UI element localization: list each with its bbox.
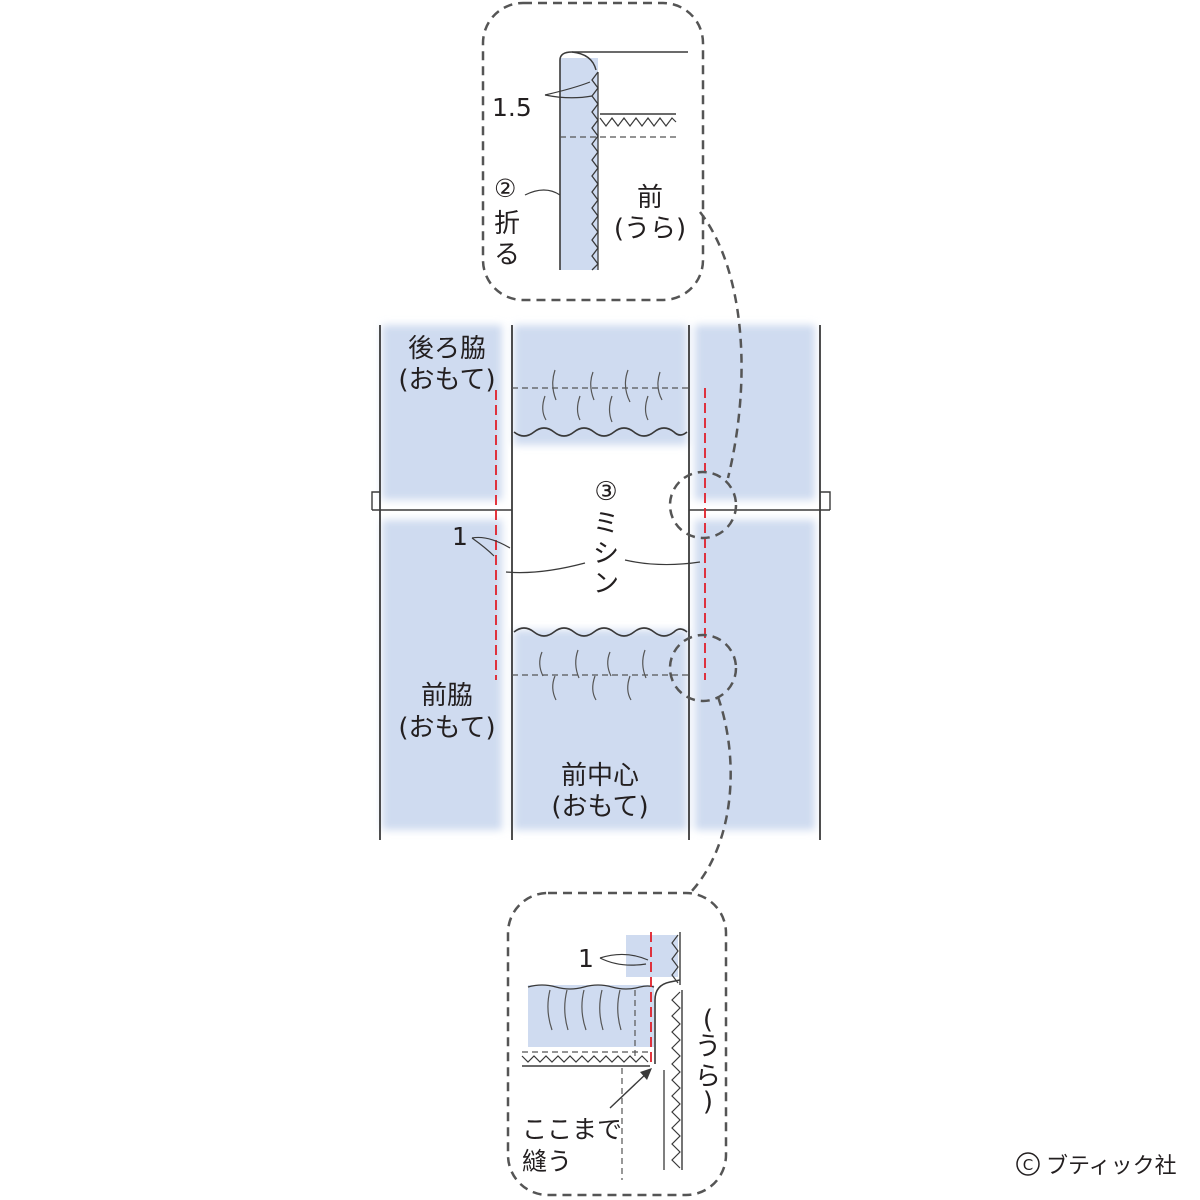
fold-label-1: 折: [494, 209, 520, 239]
top-connector: [699, 211, 743, 479]
top-allowance-label: 1.5: [492, 93, 532, 122]
lower-gather-edge: [513, 627, 688, 637]
bottom-detail-callout: 1 ( う ら ) ここまで 縫う: [506, 891, 728, 1197]
bottom-horizontal-zigzag: [521, 1055, 649, 1063]
horizontal-zigzag-edge: [599, 117, 677, 127]
back-side-side: (おもて): [398, 365, 495, 395]
vertical-zigzag-edge: [591, 71, 599, 271]
front-center-lower-fill: [514, 630, 687, 830]
fold-label-2: る: [494, 240, 520, 270]
gathered-top-edge: [527, 984, 655, 990]
main-allowance-label: 1: [452, 522, 468, 551]
waist-notch-right: [820, 491, 831, 510]
sew-to-here-line-1: ここまで: [522, 1115, 622, 1144]
bottom-allowance-label: 1: [578, 944, 594, 973]
sew-leader-left: [505, 562, 586, 574]
front-side-name: 前脇: [421, 681, 473, 711]
allowance-leader: [544, 81, 591, 96]
bottom-side-label-1: (: [703, 1005, 713, 1035]
waist-notch-left: [371, 491, 380, 510]
right-side-upper-fill: [695, 325, 815, 500]
back-side-name: 後ろ脇: [408, 334, 486, 364]
folded-allowance-fabric: [560, 58, 598, 270]
copyright-text: ブティック社: [1046, 1154, 1177, 1179]
copyright-mark: C ブティック社: [1016, 1152, 1177, 1179]
bottom-side-label-3: ら: [695, 1062, 721, 1092]
sew-label-3: ン: [593, 569, 619, 599]
copyright-circle-icon: [1016, 1152, 1040, 1176]
front-center-upper-fill: [514, 325, 687, 445]
lower-gathers: [539, 649, 647, 701]
top-fold-curl: [571, 51, 597, 71]
front-center-side: (おもて): [551, 792, 648, 822]
bottom-gathers: [547, 989, 622, 1031]
top-panel-side: (うら): [614, 214, 686, 244]
right-side-lower-fill: [695, 520, 815, 830]
lower-magnifier-circle: [668, 633, 738, 703]
bottom-vertical-zigzag: [671, 991, 681, 1169]
front-side-side: (おもて): [398, 713, 495, 743]
upper-gathers: [542, 369, 663, 423]
upper-gather-edge: [513, 427, 688, 437]
sew-to-here-arrowhead: [640, 1068, 652, 1080]
allowance-leader-2: [544, 94, 593, 99]
back-side-lower-fill: [382, 520, 502, 830]
top-detail-callout: 1.5 ② 折 る 前 (うら): [481, 1, 705, 302]
bottom-connector: [689, 696, 732, 894]
main-step-number: ③: [594, 477, 617, 507]
top-step-number: ②: [494, 174, 516, 203]
fold-leader: [524, 189, 561, 196]
sew-leader-right: [624, 559, 701, 566]
sew-label-2: シ: [593, 539, 619, 569]
copyright-symbol: C: [1023, 1156, 1033, 1174]
bottom-allowance-leader-2: [599, 957, 647, 966]
bottom-detail-frame: [506, 891, 728, 1197]
sew-to-here-arrow: [609, 1071, 649, 1109]
fold-edge: [559, 51, 688, 270]
back-side-upper-fill: [382, 325, 502, 500]
sew-label-1: ミ: [593, 509, 619, 539]
sew-to-here-line-2: 縫う: [522, 1147, 572, 1176]
top-panel-label: 前: [637, 183, 663, 213]
main-assembly: 後ろ脇 (おもて) 前脇 (おもて) 前中心 (おもて) 1 ③ ミ シ ン: [371, 211, 831, 894]
bottom-vertical-zigzag-top: [671, 934, 679, 984]
bottom-side-label-2: う: [695, 1032, 721, 1062]
bottom-allowance-leader: [599, 953, 649, 961]
allowance-leader-left: [471, 537, 495, 557]
bottom-fold-edge: [654, 979, 681, 1064]
front-center-name: 前中心: [561, 761, 639, 791]
bottom-side-label-4: ): [703, 1087, 713, 1117]
allowance-leader-left-2: [471, 536, 511, 549]
upper-magnifier-circle: [668, 470, 738, 540]
